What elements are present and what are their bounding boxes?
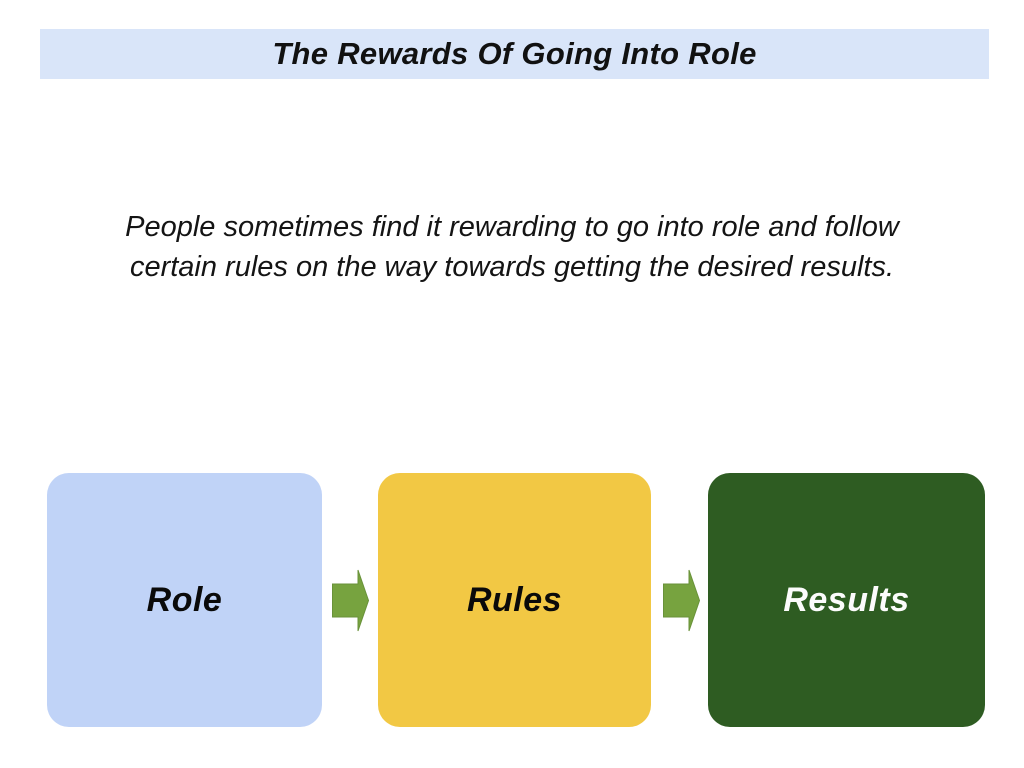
title-banner: The Rewards Of Going Into Role bbox=[40, 29, 989, 79]
rules-box: Rules bbox=[378, 473, 651, 727]
intro-paragraph: People sometimes find it rewarding to go… bbox=[0, 207, 1024, 287]
slide-title: The Rewards Of Going Into Role bbox=[272, 36, 757, 71]
intro-line-2: certain rules on the way towards getting… bbox=[129, 251, 895, 283]
intro-line-1: People sometimes find it rewarding to go… bbox=[125, 211, 899, 243]
rules-label: Rules bbox=[466, 580, 563, 619]
flow-arrow-icon bbox=[332, 569, 369, 632]
results-label: Results bbox=[783, 580, 910, 619]
flow-arrow-icon bbox=[663, 569, 700, 632]
results-box: Results bbox=[708, 473, 985, 727]
role-box: Role bbox=[47, 473, 322, 727]
role-label: Role bbox=[146, 580, 223, 619]
